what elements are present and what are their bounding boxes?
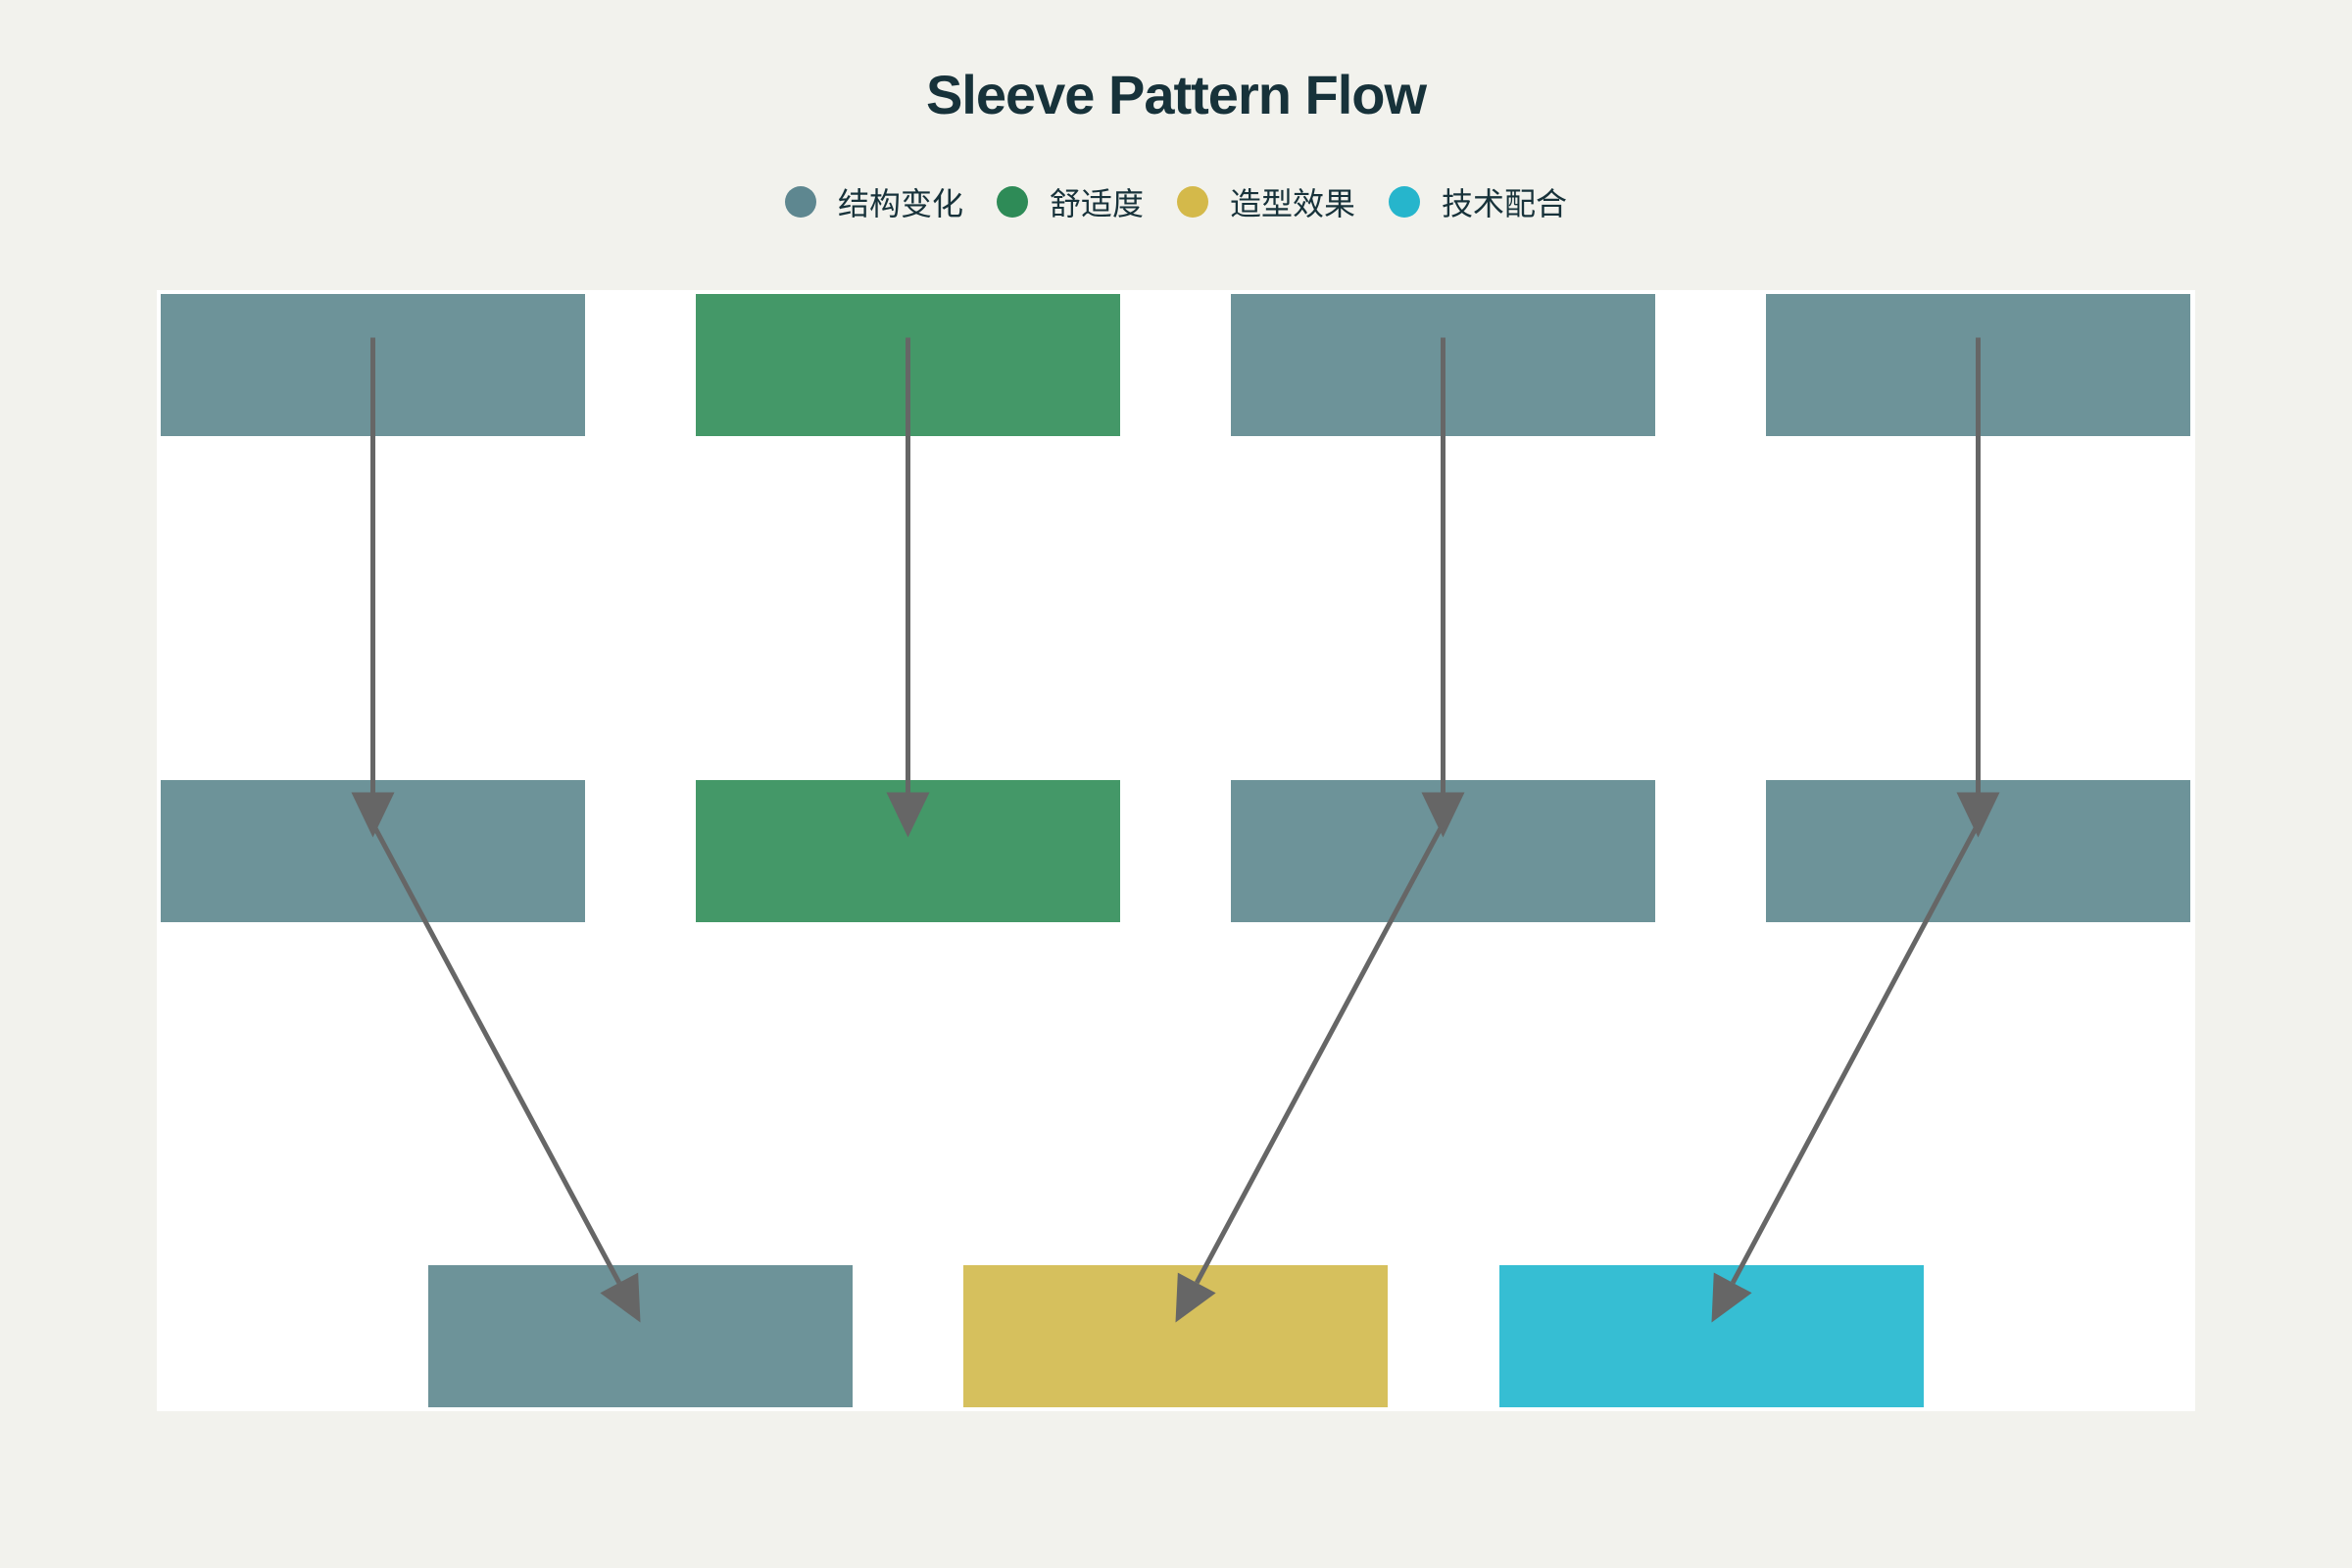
- legend: 结构变化 舒适度 造型效果 技术配合: [0, 174, 2352, 229]
- arrowhead-icon: [1711, 1272, 1752, 1323]
- legend-label-structure: 结构变化: [837, 185, 963, 222]
- legend-swatch-structure: [784, 186, 816, 218]
- flow-edge-r2c4-r3c3: [1730, 822, 1981, 1285]
- flow-edge-r2c3-r3c2: [1195, 822, 1446, 1285]
- legend-label-comfort: 舒适度: [1049, 185, 1144, 222]
- arrowhead-icon: [1421, 792, 1465, 838]
- legend-label-styling: 造型效果: [1230, 185, 1356, 222]
- diagram-title: Sleeve Pattern Flow: [925, 64, 1427, 125]
- arrowhead-icon: [1175, 1272, 1216, 1323]
- arrowhead-icon: [600, 1272, 641, 1323]
- flow-node-r3c1[interactable]: [428, 1265, 853, 1407]
- legend-label-technique: 技术配合: [1442, 185, 1568, 222]
- arrowhead-icon: [1956, 792, 2000, 838]
- legend-item-structure[interactable]: 结构变化: [784, 179, 963, 224]
- legend-item-comfort[interactable]: 舒适度: [996, 179, 1144, 224]
- flow-edge-r2c1-r3c1: [370, 822, 621, 1285]
- legend-swatch-styling: [1177, 186, 1208, 218]
- flow-node-r3c2[interactable]: [963, 1265, 1388, 1407]
- legend-swatch-technique: [1389, 186, 1421, 218]
- edges-layer: [351, 337, 2000, 1323]
- flow-node-r3c3[interactable]: [1499, 1265, 1924, 1407]
- legend-item-styling[interactable]: 造型效果: [1177, 179, 1355, 224]
- nodes-layer: [161, 294, 2190, 1407]
- arrowhead-icon: [351, 792, 395, 838]
- arrowhead-icon: [886, 792, 930, 838]
- legend-swatch-comfort: [996, 186, 1028, 218]
- legend-item-technique[interactable]: 技术配合: [1389, 179, 1567, 224]
